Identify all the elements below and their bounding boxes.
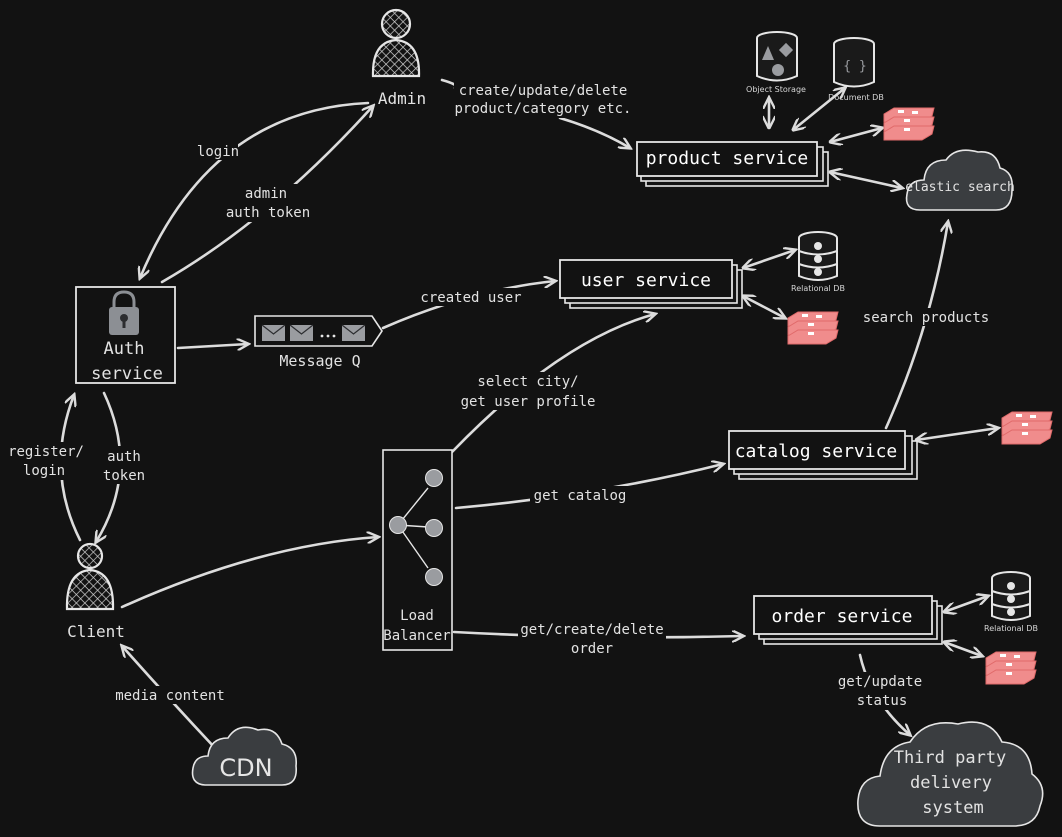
message-queue-label: Message Q [279,352,360,370]
label-login: login [197,144,239,160]
edge-lb-user [450,314,655,454]
label-auth-token-admin: auth token [226,205,310,221]
relational-db-user-icon [798,231,838,281]
product-service-box [636,141,829,187]
edge-order-reldb [944,596,988,612]
edge-client-lb [120,537,378,609]
load-balancer-label-1: Load [400,608,434,624]
cache-user-icon [787,311,839,345]
label-order: order [571,641,613,657]
label-get-user-profile: get user profile [461,394,596,410]
label-admin: admin [245,186,287,202]
catalog-service-label: catalog service [735,441,898,462]
cdn-cloud [191,726,298,786]
label-get-catalog: get catalog [534,488,627,504]
label-create-update-delete: create/update/delete [459,83,628,99]
object-storage-label: Object Storage [746,85,806,94]
lock-icon [109,290,139,335]
label-search-products: search products [863,310,989,326]
cache-order-icon [985,651,1037,685]
admin-actor-icon [371,8,421,78]
third-party-label-1: Third party [894,748,1007,768]
user-service-label: user service [581,270,711,291]
label-token: token [103,468,145,484]
client-label: Client [67,622,125,641]
cdn-label: CDN [219,754,272,782]
auth-service-label-2: service [91,364,163,384]
admin-label: Admin [378,89,426,108]
label-created-user: created user [420,290,521,306]
user-service-box [559,259,743,309]
load-balancer-label-2: Balancer [383,628,450,644]
edge-product-cache [830,128,882,142]
label-register-login: login [23,463,65,479]
relational-db-order-icon [991,571,1031,621]
object-storage-icon [756,31,798,82]
document-db-glyph: { } [843,59,866,74]
elastic-search-label: elastic search [905,180,1015,195]
edge-catalog-elastic [884,222,948,430]
cache-catalog-icon [1001,411,1053,445]
product-service-label: product service [646,148,809,169]
label-status: status [857,693,908,709]
edge-product-docdb [793,88,845,130]
edge-user-cache [743,296,785,318]
message-queue-icon [254,315,383,347]
label-product-category: product/category etc. [454,101,631,117]
label-get-create-delete: get/create/delete [520,622,663,638]
label-select-city: select city/ [477,374,578,390]
edge-order-cache [944,642,982,656]
cache-product-icon [883,107,935,141]
edge-user-reldb [743,250,795,268]
third-party-label-3: system [922,798,983,818]
relational-db-user-label: Relational DB [791,284,845,293]
document-db-label: Document DB [828,93,884,102]
label-auth: auth [107,449,141,465]
edge-catalog-cache [916,428,998,440]
edge-auth-mq [176,344,248,348]
order-service-label: order service [772,606,913,627]
label-media-content: media content [115,688,225,704]
label-get-update: get/update [838,674,922,690]
third-party-label-2: delivery [910,773,992,793]
auth-service-label-1: Auth [104,339,145,359]
load-balancer-icon [389,469,443,586]
elastic-search-cloud [905,149,1014,211]
third-party-cloud [857,721,1044,827]
label-register: register/ [8,444,84,460]
relational-db-order-label: Relational DB [984,624,1038,633]
catalog-service-box [728,430,918,480]
document-db-icon [833,37,875,88]
edge-product-elastic [830,172,902,188]
order-service-box [753,595,943,645]
client-actor-icon [65,542,115,611]
